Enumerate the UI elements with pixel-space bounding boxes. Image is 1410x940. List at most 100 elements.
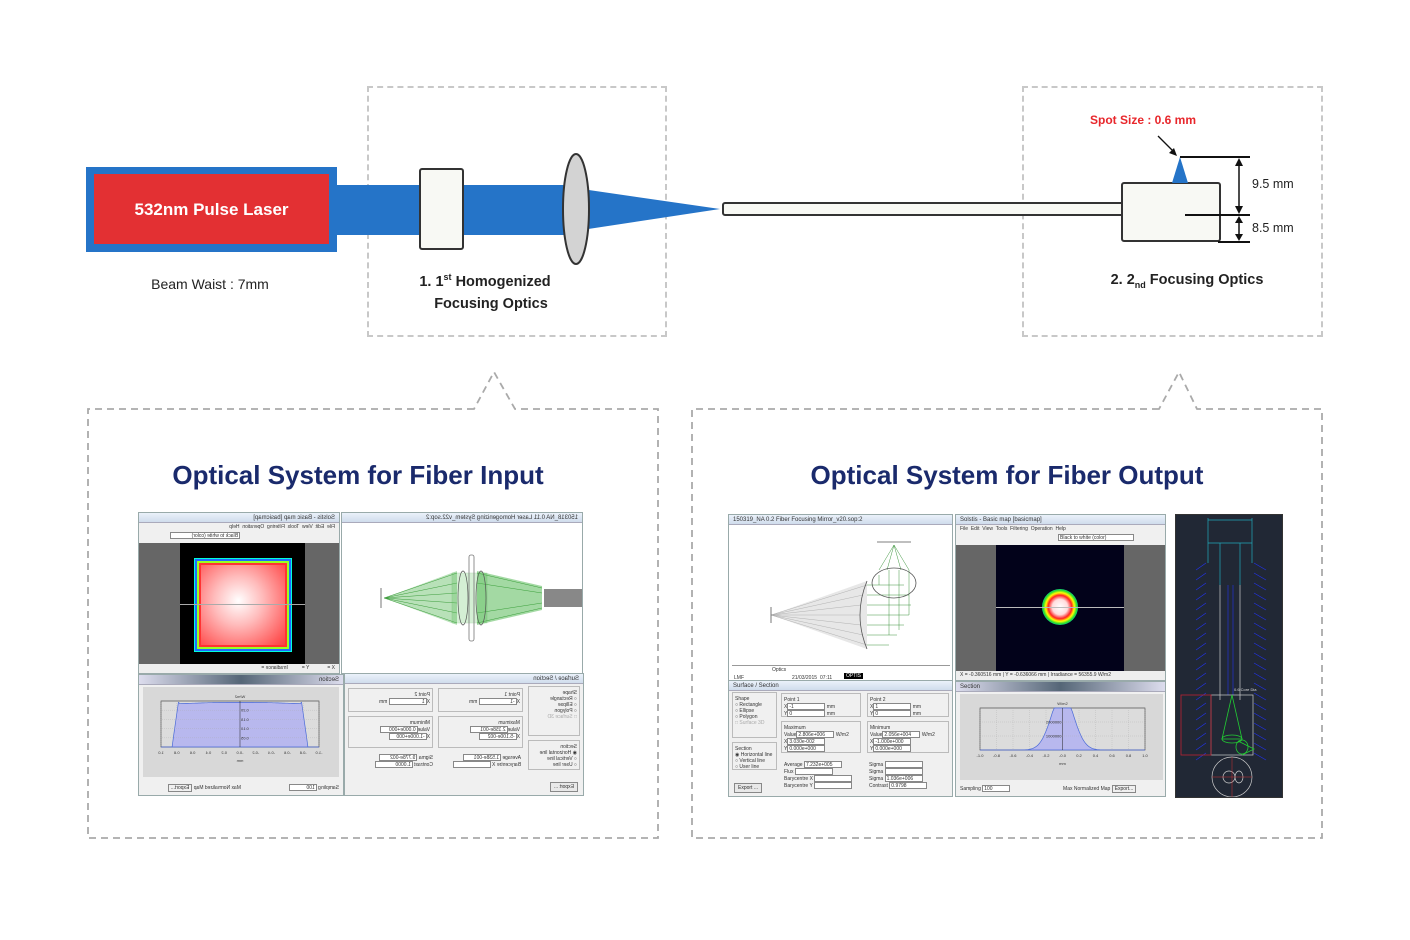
stage2-number: 2. 2 [1110,272,1135,288]
sampling-input[interactable]: 100 [982,785,1011,793]
radio-vertical[interactable]: ○ Vertical line [735,758,765,764]
status-bar: X = -0.360516 mm | Y = -0.636066 mm | Ir… [956,671,1165,680]
radio-rectangle[interactable]: ○ Rectangle [735,702,762,708]
sampling-label: Sampling [318,785,339,791]
y-tick-label: 2000000 [1046,720,1062,725]
point1-y-input[interactable]: 0 [787,710,826,717]
menu-item[interactable]: View [302,524,313,530]
point1-x-input[interactable]: -1 [478,698,517,705]
point2-y-input[interactable]: 0 [873,710,912,717]
window-titlebar: Solstis - Basic map [basicmap] [956,515,1165,525]
point1-x-input[interactable]: -1 [787,703,826,710]
section-group: Section ◉ Horizontal line ○ Vertical lin… [732,742,777,770]
contrast-value: 1.0000 [374,761,413,768]
flux-value [794,768,833,775]
sigma-y [884,768,923,775]
min-y: 0.000e+000 [873,745,912,752]
export-button[interactable]: Export ... [734,783,763,793]
option-normalized[interactable]: Normalized [204,785,231,791]
radio-polygon[interactable]: ○ Polygon [735,714,758,720]
section-line [180,604,305,605]
sampling-input[interactable]: 100 [288,784,317,792]
input-basic-map-window: Solstis - Basic map [basicmap] File Edit… [138,512,340,674]
output-optics-block [1121,182,1221,242]
palette-select[interactable]: Black to white (color) [1058,534,1134,542]
sigma-value: 9.778e-002 [379,754,418,761]
x-tick-label: -0.6 [1010,753,1018,758]
laser-label: 532nm Pulse Laser [134,200,289,219]
palette-select[interactable]: Black to white (color) [170,532,240,540]
option-max[interactable]: Max [231,785,241,791]
menu-item[interactable]: Edit [315,524,325,530]
output-surface-window: Surface / Section Shape ○ Rectangle ○ El… [728,680,953,797]
sampling-row: Sampling 100 Max Normalized Map Export..… [139,783,343,793]
radio-ellipse[interactable]: ○ Ellipse [735,708,755,714]
point1-label: Point 1 [784,697,800,703]
output-layout-window: 150319_NA 0.2 Fiber Focusing Mirror_v20.… [728,514,953,682]
dim-arrowhead [1235,234,1243,241]
map-canvas [180,543,305,666]
x-tick-label: 0.2 [1076,753,1082,758]
status-irradiance: Irradiance = 56355.9 W/m2 [1050,672,1111,678]
menu-item[interactable]: Edit [970,526,980,532]
export-button[interactable]: Export... [1111,785,1137,793]
menu-bar: File Edit View Tools Filtering Operation… [956,525,1165,533]
bary-x [452,761,491,768]
window-titlebar: 150319_NA 0.2 Fiber Focusing Mirror_v20.… [729,515,952,525]
stage2-subscript: nd [1134,279,1146,290]
stage2-label: 2. 2nd Focusing Optics [1082,272,1292,290]
export-button[interactable]: Export ... [549,782,578,792]
stage1-label: 1. 1st Homogenized Focusing Optics [380,266,590,315]
dim-bottom-label: 8.5 mm [1252,221,1294,235]
input-layout-window: 150318_NA 0.11 Laser Homogenizing System… [341,512,583,674]
option-map[interactable]: Map [1100,786,1111,792]
minimum-group: Minimum Value0.000e+000 X-1.000e+000 [348,716,433,748]
y-tick-label: 0.10 [240,726,249,731]
dim-arrowhead [1235,158,1243,166]
min-value: 2.056e+004 [882,731,921,738]
section-group-label: Section [735,746,752,752]
y-tick-label: 0.20 [240,708,249,713]
radio-horizontal[interactable]: ◉ Horizontal line [735,752,773,758]
menu-item[interactable]: Filtering [1010,526,1028,532]
radio-user[interactable]: ○ User line [735,764,760,770]
menu-item[interactable]: File [960,526,969,532]
radio-user[interactable]: ○ User line [552,762,577,768]
beam-path-diagram [86,135,1250,265]
export-button[interactable]: Export... [167,784,193,792]
menu-item[interactable]: File [326,524,335,530]
stats-right: Sigma 9.778e-002 Contrast 1.0000 [345,754,433,768]
point1-group: Point 1 X-1 mm [438,688,523,712]
stage1-number: 1. 1 [419,273,444,290]
point2-x-input[interactable]: 1 [873,703,912,710]
callout-frame-input [87,370,659,839]
menu-item[interactable]: Operation [1030,526,1053,532]
menu-item[interactable]: Operation [242,524,265,530]
status-bar: X = Y = Irradiance = [139,664,339,673]
window-titlebar: Section [956,682,1165,692]
focusing-mirror-ray-trace [770,541,917,650]
menu-item[interactable]: Tools [995,526,1008,532]
checkbox-surface-3d[interactable]: □ Surface 3D [547,714,577,720]
option-map[interactable]: Map [193,785,204,791]
menu-item[interactable]: Tools [287,524,300,530]
option-max[interactable]: Max [1063,786,1073,792]
window-titlebar: 150318_NA 0.11 Laser Homogenizing System… [342,513,582,523]
checkbox-surface-3d[interactable]: □ Surface 3D [735,720,765,726]
layout-footer: Optics OPTIS LMF 21/03/2015 07:11 [732,665,950,681]
footer-time: 07:11 [820,675,833,681]
menu-item[interactable]: Filtering [267,524,285,530]
x-tick-label: 0.2 [221,750,227,755]
point2-label: Point 2 [870,697,886,703]
option-normalized[interactable]: Normalized [1073,786,1100,792]
menu-item[interactable]: Help [1055,526,1066,532]
contrast-value: 0.9798 [889,782,928,789]
point2-x-input[interactable]: 1 [388,698,427,705]
menu-item[interactable]: View [982,526,993,532]
minimum-label: Minimum [870,725,891,731]
max-x: 3.030e-002 [787,738,826,745]
menu-item[interactable]: Help [229,524,240,530]
output-panel-title: Optical System for Fiber Output [810,460,1204,490]
